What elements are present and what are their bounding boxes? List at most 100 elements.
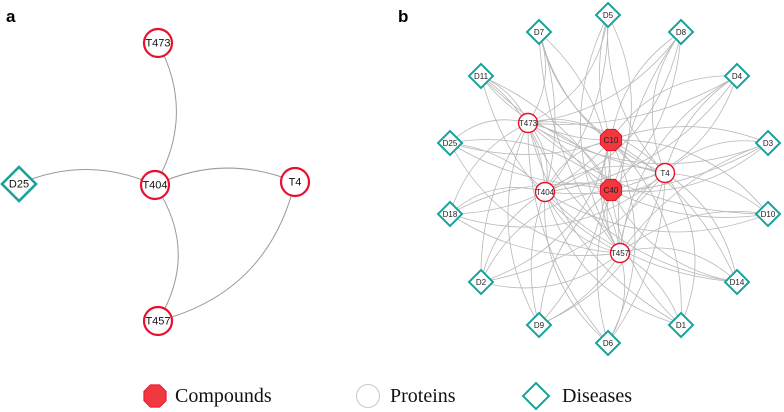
disease-node-diamond — [754, 200, 782, 228]
panel-a-node-t473: T473 — [142, 27, 174, 59]
panel-b-label: b — [398, 7, 408, 26]
node-label: T473 — [519, 119, 538, 128]
panel-a-label: a — [6, 7, 16, 26]
edge-d6-t473 — [527, 122, 609, 344]
disease-node-diamond — [723, 62, 751, 90]
disease-node-diamond — [436, 129, 464, 157]
edge-d11-t404 — [480, 75, 546, 193]
edge-d3-t473 — [527, 122, 769, 165]
node-label: D1 — [676, 321, 687, 330]
edge-d14-c10 — [610, 139, 738, 283]
node-label: T457 — [145, 316, 170, 328]
edge-d9-t457 — [538, 252, 621, 326]
node-label: D10 — [761, 210, 776, 219]
edge-d9-t404 — [530, 191, 546, 326]
edge-d10-t4 — [664, 172, 769, 215]
edge-d1-t473 — [527, 122, 682, 326]
panel-b-edges — [449, 14, 769, 344]
panel-b-node-c40: C40 — [599, 178, 623, 202]
node-label: T4 — [289, 177, 302, 189]
panel-b-node-c10: C10 — [599, 128, 623, 152]
edge-d14-t473 — [527, 122, 738, 283]
node-label: C40 — [604, 186, 619, 195]
legend-item-disease: Diseases — [521, 381, 632, 411]
panel-b-node-d14: D14 — [723, 268, 751, 296]
panel-b-node-d2: D2 — [467, 268, 495, 296]
edge-d8-t4 — [652, 31, 682, 174]
edge-d25-c40 — [449, 139, 612, 191]
panel-b-node-t4: T4 — [654, 162, 676, 184]
panel-a-node-t4: T4 — [279, 166, 311, 198]
edge-t4-t457 — [157, 181, 296, 322]
node-label: T457 — [611, 249, 630, 258]
edge-d25-t404 — [18, 169, 156, 186]
edge-d11-t457 — [480, 75, 621, 254]
node-label: T404 — [536, 188, 555, 197]
disease-node-diamond — [667, 311, 695, 339]
edge-d6-t404 — [544, 191, 609, 344]
disease-node-diamond — [525, 311, 553, 339]
edge-c40-t473 — [527, 122, 612, 191]
node-label: D3 — [763, 139, 774, 148]
disease-node-diamond — [436, 200, 464, 228]
edge-d14-t457 — [619, 247, 738, 283]
edge-c10-t457 — [600, 139, 621, 254]
edge-t4-t404 — [544, 165, 666, 193]
edge-d10-c10 — [610, 139, 769, 215]
edge-d4-t404 — [544, 75, 738, 193]
node-label: C10 — [604, 136, 619, 145]
disease-node-diamond — [0, 165, 38, 203]
edge-d3-t404 — [544, 142, 769, 195]
disease-node-diamond — [467, 62, 495, 90]
edge-d4-c40 — [610, 75, 738, 191]
edge-d14-t4 — [664, 172, 738, 283]
node-label: T4 — [660, 169, 670, 178]
panel-b-node-d5: D5 — [594, 1, 622, 29]
edge-d1-t404 — [544, 191, 682, 326]
node-label: D2 — [476, 278, 487, 287]
edge-d18-c40 — [449, 183, 612, 215]
panel-b-node-t473: T473 — [517, 112, 539, 134]
edge-d5-t457 — [580, 14, 621, 254]
disease-node-diamond — [467, 268, 495, 296]
edge-d8-c10 — [610, 31, 682, 141]
edge-d11-c40 — [480, 75, 612, 191]
node-label: D5 — [603, 11, 614, 20]
panel-b-node-t457: T457 — [609, 242, 631, 264]
protein-node-circle — [609, 242, 631, 264]
edge-d6-t457 — [607, 252, 626, 344]
disease-legend-symbol — [521, 381, 551, 411]
protein-node-circle — [142, 305, 174, 337]
node-label: D25 — [443, 139, 458, 148]
disease-node-diamond — [594, 1, 622, 29]
edge-t457-t473 — [527, 122, 621, 254]
disease-node-diamond — [594, 329, 622, 357]
protein-node-circle — [534, 181, 556, 203]
compound-node-octagon — [599, 178, 623, 202]
node-label: D7 — [534, 28, 545, 37]
edge-d10-c40 — [610, 189, 769, 218]
edge-d3-t4 — [664, 140, 769, 174]
edge-d4-t4 — [664, 75, 738, 174]
edge-t404-t457 — [154, 184, 179, 322]
compound-node-octagon — [599, 128, 623, 152]
panel-b-node-d1: D1 — [667, 311, 695, 339]
edge-t4-t473 — [527, 121, 666, 174]
edge-d3-c10 — [610, 126, 769, 144]
panel-b-node-d6: D6 — [594, 329, 622, 357]
panel-b-node-d7: D7 — [525, 18, 553, 46]
node-label: D11 — [474, 72, 489, 81]
edge-d9-t4 — [538, 172, 666, 326]
edge-d2-c40 — [480, 189, 612, 283]
edge-d7-t473 — [527, 31, 546, 124]
edge-d7-t457 — [538, 31, 621, 254]
node-label: D14 — [730, 278, 745, 287]
panel-b-node-d4: D4 — [723, 62, 751, 90]
edge-d25-t457 — [449, 142, 621, 254]
edge-d9-c40 — [538, 189, 612, 326]
node-label: T473 — [145, 38, 170, 50]
panel-b-node-d18: D18 — [436, 200, 464, 228]
